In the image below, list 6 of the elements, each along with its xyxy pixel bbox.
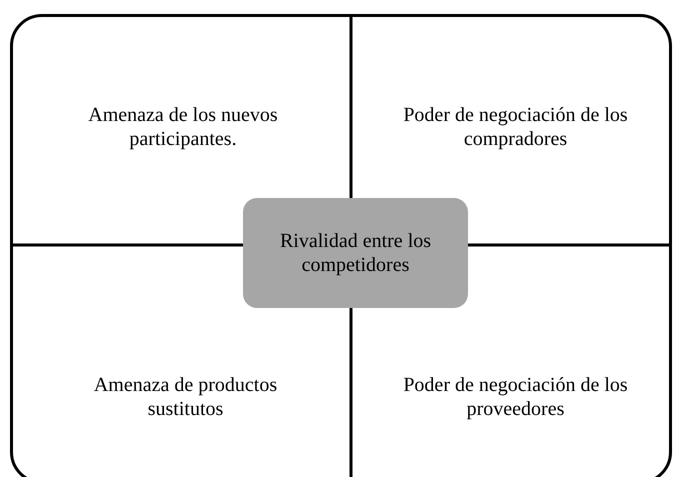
quadrant-label: Amenaza de los nuevos participantes. xyxy=(87,103,279,151)
quadrant-label: Amenaza de productos sustitutos xyxy=(92,373,278,421)
quadrant-label: Poder de negociación de los proveedores xyxy=(402,373,629,421)
matrix-frame xyxy=(10,14,672,477)
quadrant-label: Poder de negociación de los compradores xyxy=(402,103,629,151)
center-box: Rivalidad entre los competidores xyxy=(243,198,468,308)
